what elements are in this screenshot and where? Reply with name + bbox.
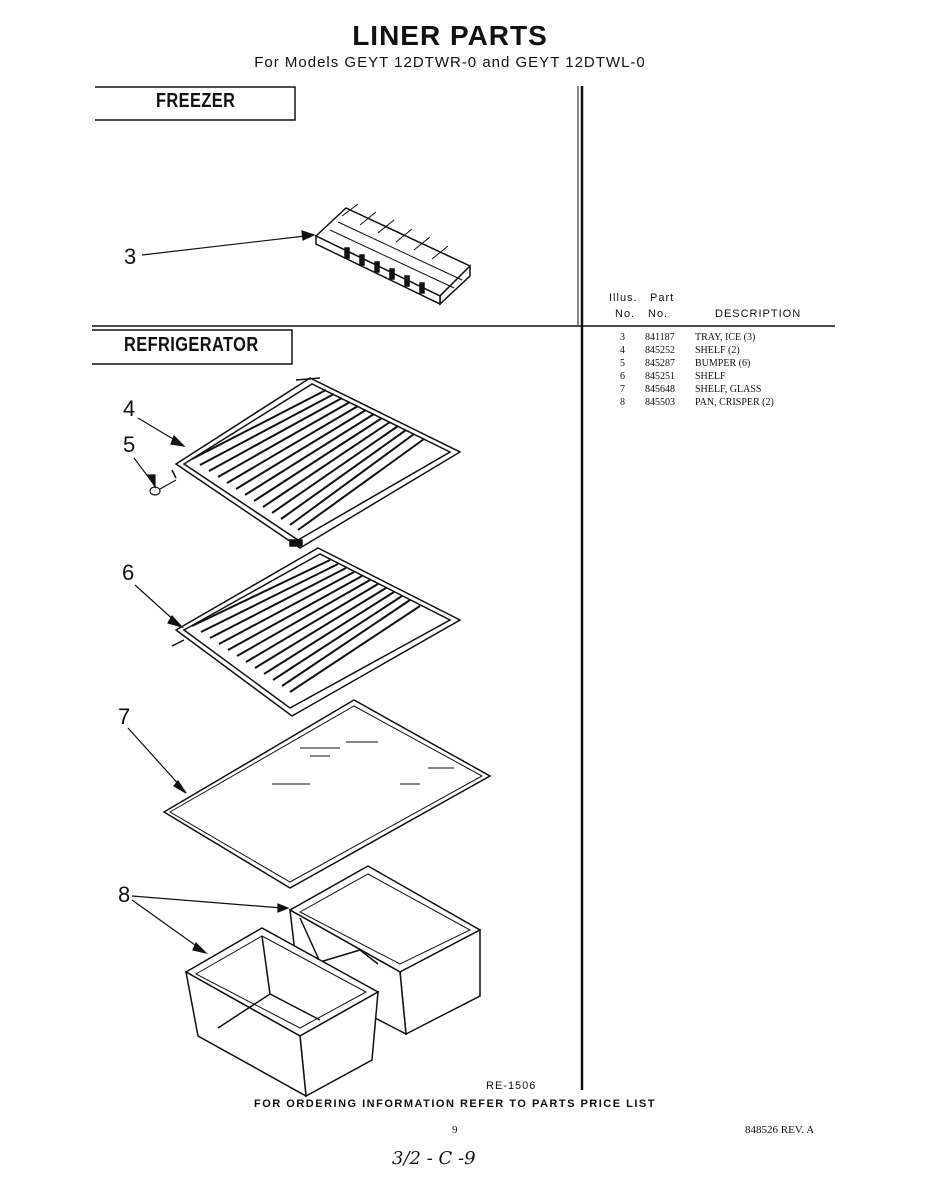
row-part: 841187 [645,332,675,343]
refrigerator-label-box [92,329,293,365]
row-part: 845503 [645,397,675,408]
document-number: 848526 REV. A [745,1124,815,1136]
wire-shelf-4-illustration [171,377,462,549]
row-description: BUMPER (6) [695,358,751,369]
ice-tray-illustration [314,203,472,306]
callout-8: 8 [118,882,131,907]
crisper-pan-front-illustration [184,927,380,1098]
refrigerator-section-label: REFRIGERATOR [124,334,259,356]
leader-7 [127,727,187,794]
row-part: 845287 [645,358,675,369]
row-illus: 5 [620,358,625,369]
header-illus-no: No. [615,308,636,320]
page-number: 9 [452,1124,458,1136]
leader-3 [141,230,316,256]
row-description: SHELF (2) [695,345,740,356]
row-description: PAN, CRISPER (2) [695,397,774,408]
callout-5: 5 [123,432,136,457]
ordering-note: FOR ORDERING INFORMATION REFER TO PARTS … [254,1098,656,1110]
row-description: SHELF, GLASS [695,384,762,395]
leader-5 [133,457,156,490]
leader-4 [137,417,186,447]
row-part: 845648 [645,384,675,395]
callout-3: 3 [124,244,137,269]
callout-4: 4 [123,396,136,421]
page-subtitle: For Models GEYT 12DTWR-0 and GEYT 12DTWL… [254,54,646,71]
handwritten-note: 3/2 - C -9 [392,1148,476,1169]
header-part: Part [650,292,675,304]
freezer-label-box [95,86,296,121]
header-illus: Illus. [609,292,638,304]
leader-6 [134,584,184,629]
callout-6: 6 [122,560,135,585]
row-part: 845251 [645,371,675,382]
row-description: TRAY, ICE (3) [695,332,756,343]
row-part: 845252 [645,345,675,356]
callout-7: 7 [118,704,131,729]
row-illus: 8 [620,397,625,408]
header-part-no: No. [648,308,669,320]
row-illus: 6 [620,371,625,382]
wire-shelf-6-illustration [171,547,462,717]
reference-code: RE-1506 [486,1080,537,1092]
row-illus: 7 [620,384,625,395]
header-description: DESCRIPTION [715,308,802,320]
freezer-section-label: FREEZER [156,90,236,112]
leader-8 [131,895,290,955]
page-title: LINER PARTS [352,20,548,51]
glass-shelf-illustration [162,699,492,889]
row-illus: 3 [620,332,625,343]
row-illus: 4 [620,345,625,356]
row-description: SHELF [695,371,726,382]
